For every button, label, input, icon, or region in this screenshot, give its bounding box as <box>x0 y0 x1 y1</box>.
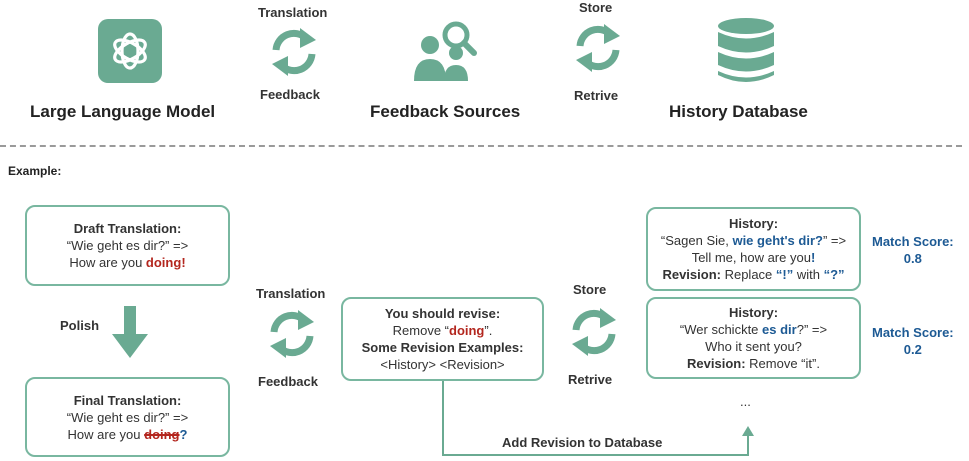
add-revision-label: Add Revision to Database <box>502 435 663 450</box>
match-score-2: Match Score: 0.2 <box>872 325 954 357</box>
ellipsis: ... <box>740 394 751 409</box>
cycle-arrows-icon <box>272 28 316 76</box>
example-label: Example: <box>8 164 62 178</box>
cycle-arrows-icon <box>576 24 620 72</box>
final-title: Final Translation: <box>73 392 182 408</box>
down-arrow-icon <box>112 306 148 358</box>
history-box-2: History: “Wer schickte es dir?” => Who i… <box>646 297 861 379</box>
cycle1-top-label: Translation <box>258 5 328 20</box>
history2-line1: “Wer schickte es dir?” => <box>679 322 828 337</box>
right-cycle-bottom-label: Retrive <box>568 372 613 387</box>
revise-box: You should revise: Remove “doing”. Some … <box>341 297 544 381</box>
draft-line2: How are you doing! <box>69 255 186 270</box>
history-box-1: History: “Sagen Sie, wie geht's dir?” =>… <box>646 207 861 291</box>
history1-line1: “Sagen Sie, wie geht's dir?” => <box>660 233 847 248</box>
final-line2: How are you doing? <box>67 426 188 442</box>
people-search-icon <box>414 21 477 81</box>
match-score-1: Match Score: 0.8 <box>872 234 954 266</box>
draft-highlight: doing <box>145 255 182 270</box>
llm-icon <box>98 19 162 83</box>
revise-title: You should revise: <box>384 306 501 321</box>
final-struck-word: doing <box>144 426 180 442</box>
history2-title: History: <box>728 305 779 320</box>
cycle-arrows-icon <box>572 308 616 356</box>
mid-cycle-bottom-label: Feedback <box>258 374 318 389</box>
cycle-arrows-icon <box>270 310 314 358</box>
revise-title2: Some Revision Examples: <box>361 340 524 355</box>
final-translation-box: Final Translation: “Wie geht es dir?” =>… <box>25 377 230 457</box>
history2-line2: Who it sent you? <box>705 339 802 354</box>
history1-title: History: <box>728 216 779 231</box>
final-line1: “Wie geht es dir?” => <box>66 409 189 425</box>
polish-label: Polish <box>60 318 100 333</box>
feedback-sources-label: Feedback Sources <box>370 102 521 121</box>
draft-line1: “Wie geht es dir?” => <box>66 238 189 253</box>
draft-title: Draft Translation: <box>73 221 182 236</box>
history-database-label: History Database <box>669 102 808 121</box>
history1-line2: Tell me, how are you! <box>691 250 816 265</box>
revise-line1: Remove “doing”. <box>392 323 493 338</box>
history2-revision: Revision: Remove “it”. <box>687 356 820 371</box>
database-icon <box>718 18 774 82</box>
mid-cycle-top-label: Translation <box>256 286 326 301</box>
draft-translation-box: Draft Translation: “Wie geht es dir?” =>… <box>25 205 230 286</box>
llm-label: Large Language Model <box>30 102 216 121</box>
cycle1-bottom-label: Feedback <box>260 87 320 102</box>
revise-line2: <History> <Revision> <box>380 357 505 372</box>
right-cycle-top-label: Store <box>573 282 607 297</box>
cycle2-bottom-label: Retrive <box>574 88 619 103</box>
section-divider <box>0 145 962 147</box>
history1-revision: Revision: Replace “!” with “?” <box>662 267 845 282</box>
cycle2-top-label: Store <box>579 0 613 15</box>
